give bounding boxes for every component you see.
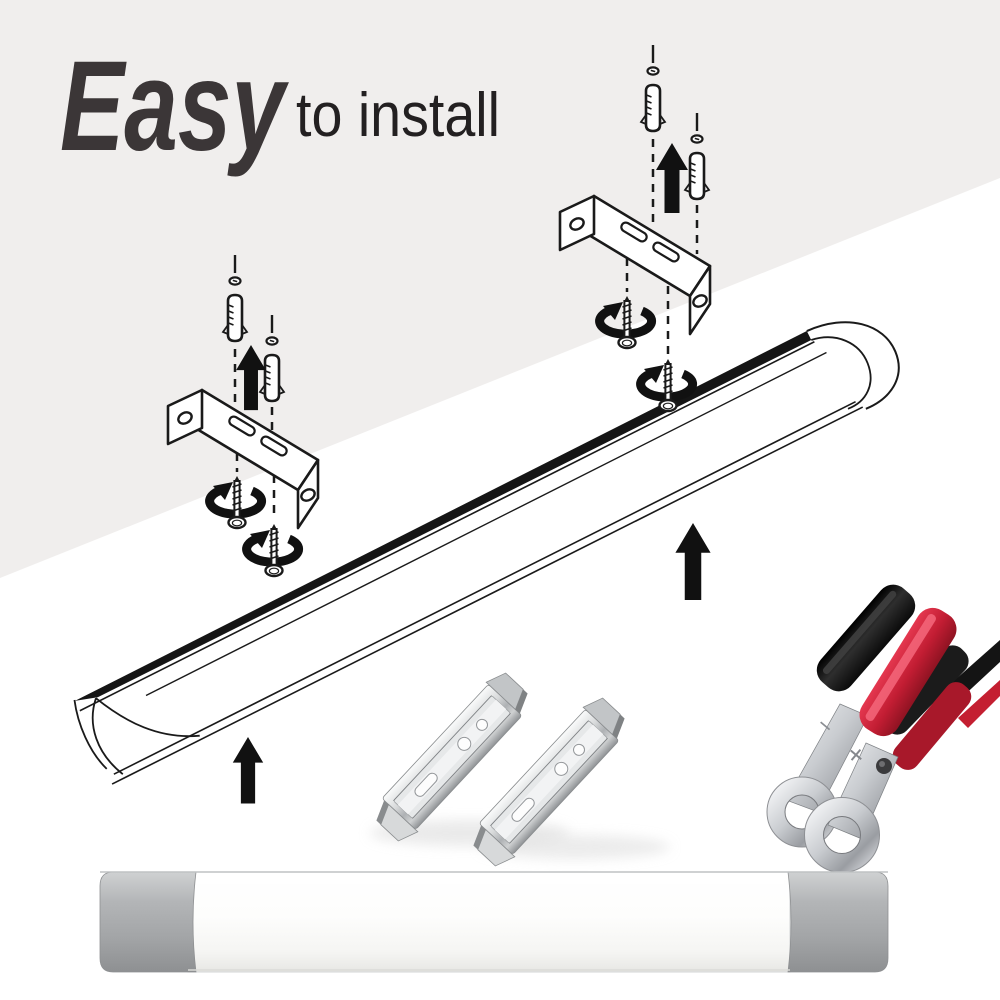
batten-light-line-art — [73, 321, 900, 785]
black-clamp-handle — [816, 584, 916, 692]
up-arrow-icon — [232, 737, 264, 804]
led-batten-light-photo — [99, 871, 889, 973]
up-arrow-icon — [675, 523, 711, 600]
page-subtitle: to install — [296, 81, 500, 150]
black-clamp-jaw — [766, 703, 869, 848]
red-clamp-handle — [859, 607, 957, 737]
mounting-clips-photo — [365, 667, 670, 872]
page-title: Easy — [60, 35, 289, 178]
battery-clamps-photo: − + — [766, 584, 1000, 873]
